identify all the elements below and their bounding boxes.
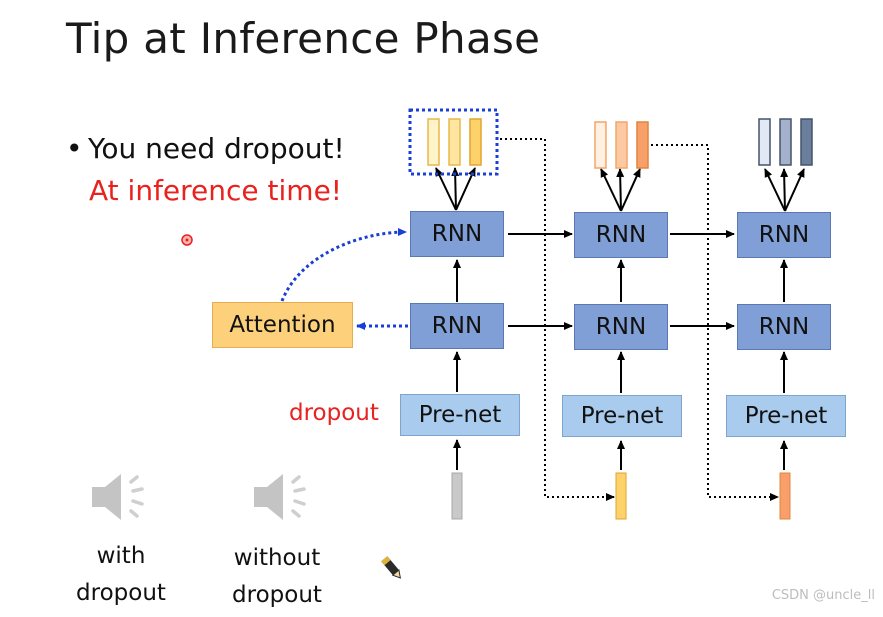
output-frame-1c <box>469 118 482 166</box>
output-frame-2a <box>594 121 607 169</box>
with-dropout-line2: dropout <box>76 580 166 606</box>
prenet-3: Pre-net <box>726 395 846 437</box>
output-frame-3a <box>758 118 771 166</box>
rnn-bottom-1: RNN <box>410 303 504 349</box>
output-frame-1b <box>448 118 461 166</box>
rnn-top-3: RNN <box>737 212 831 258</box>
with-dropout-line1: with <box>96 543 146 569</box>
output-fan-3 <box>764 168 805 212</box>
bullet-dot-icon: • <box>66 132 83 165</box>
attention-box: Attention <box>212 302 353 348</box>
output-frame-2c <box>636 121 649 169</box>
bullet-point: •You need dropout! <box>66 132 345 165</box>
output-frame-3b <box>779 118 792 166</box>
slide-title: Tip at Inference Phase <box>66 14 541 63</box>
speaker-icon-without-dropout[interactable] <box>254 474 306 520</box>
input-frame-1 <box>451 472 463 520</box>
input-frame-2 <box>615 472 627 520</box>
prenet-2: Pre-net <box>562 395 682 437</box>
watermark: CSDN @uncle_ll <box>771 588 875 603</box>
output-frame-1a <box>427 118 440 166</box>
highlight-frame <box>408 108 499 176</box>
pen-cursor-icon <box>381 556 402 579</box>
bullet-text: You need dropout! <box>88 132 345 165</box>
speaker-icon-with-dropout[interactable] <box>92 474 144 520</box>
rnn-top-1: RNN <box>410 211 504 257</box>
output-frame-2b <box>615 121 628 169</box>
without-dropout-label: without dropout <box>218 540 336 614</box>
attention-to-rnn-link <box>280 228 407 302</box>
with-dropout-label: with dropout <box>62 538 180 612</box>
without-dropout-line2: dropout <box>232 582 322 608</box>
dropout-label: dropout <box>289 400 379 426</box>
without-dropout-line1: without <box>233 545 321 571</box>
input-frame-3 <box>779 472 791 520</box>
rnn-bottom-2: RNN <box>574 304 668 350</box>
rnn-bottom-3: RNN <box>737 304 831 350</box>
output-fan-2 <box>600 168 641 212</box>
bullet-emphasis: At inference time! <box>89 174 343 207</box>
output-frame-3c <box>800 118 813 166</box>
prenet-1: Pre-net <box>400 394 520 436</box>
rnn-top-2: RNN <box>574 212 668 258</box>
